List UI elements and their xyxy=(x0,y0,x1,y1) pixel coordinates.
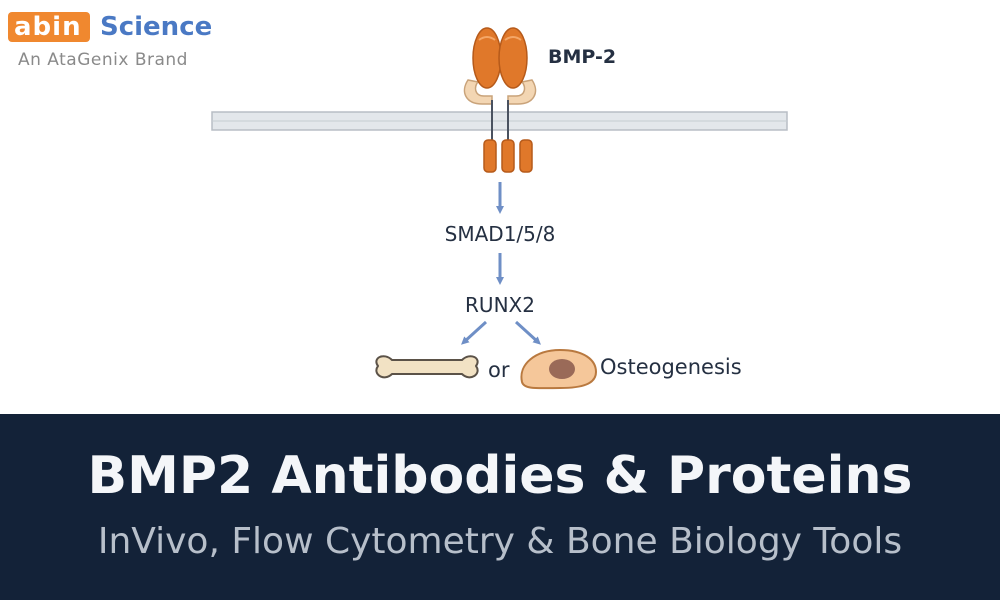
outcome-label: Osteogenesis xyxy=(600,355,742,379)
arrow-runx2-to-cell xyxy=(514,320,541,345)
cell-membrane xyxy=(211,111,788,131)
bmp2-pathway-diagram xyxy=(211,27,788,390)
banner-subtitle: InVivo, Flow Cytometry & Bone Biology To… xyxy=(97,521,903,562)
or-label: or xyxy=(488,358,510,382)
brand-logo: abin Science An AtaGenix Brand xyxy=(8,6,238,76)
runx2-label: RUNX2 xyxy=(465,293,535,317)
bone-icon xyxy=(375,355,479,379)
bmp2-ligand-icon xyxy=(472,27,528,89)
brand-tagline: An AtaGenix Brand xyxy=(18,50,188,70)
osteoblast-cell-icon xyxy=(520,348,598,390)
receptor-kinase-domains xyxy=(483,139,533,173)
diagram-panel: BMP-2 SMAD1/5/8 RUNX2 or Osteogenesis ab… xyxy=(8,6,788,390)
ligand-label: BMP-2 xyxy=(548,46,617,68)
receptor-transmembrane xyxy=(491,100,509,142)
logo-word: Science xyxy=(100,12,213,42)
receptor-extracellular-arms xyxy=(463,79,537,105)
arrow-runx2-to-bone xyxy=(461,320,488,345)
title-banner: BMP2 Antibodies & Proteins InVivo, Flow … xyxy=(0,414,1000,600)
logo-mark: abin xyxy=(8,12,90,42)
banner-title: BMP2 Antibodies & Proteins xyxy=(87,446,913,506)
smad-label: SMAD1/5/8 xyxy=(444,222,556,246)
